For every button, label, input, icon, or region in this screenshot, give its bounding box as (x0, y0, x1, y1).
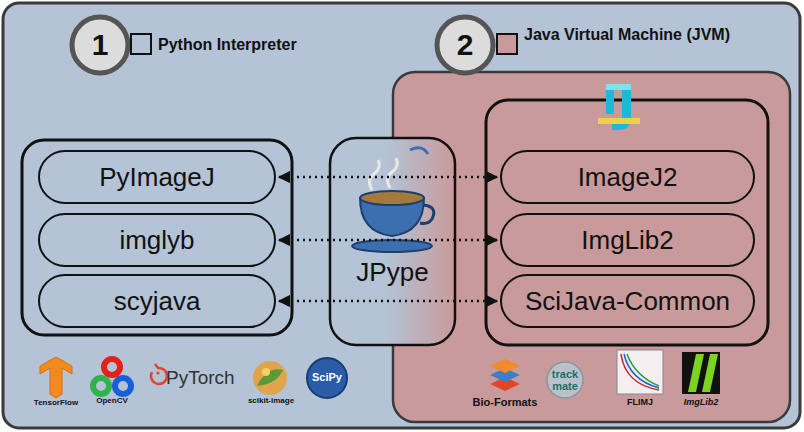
python-panel (3, 3, 800, 428)
java-library-box: ImageJ2 (500, 150, 755, 204)
dotted-connector (279, 300, 497, 303)
box-label: imglyb (119, 226, 194, 255)
scipy-logo (307, 358, 347, 398)
legend-swatch (130, 33, 152, 55)
logo-caption: ImgLib2 (676, 398, 726, 408)
bio-formats-logo (490, 359, 520, 391)
python-group-box (22, 140, 292, 335)
flimj-logo (617, 350, 663, 394)
python-package-box: PyImageJ (38, 150, 276, 204)
tensorflow-logo (40, 357, 72, 398)
python-package-box: scyjava (38, 274, 276, 328)
imagej2-logo (598, 84, 640, 130)
pytorch-logo (151, 364, 167, 384)
legend-swatch (496, 33, 518, 55)
dotted-connector (279, 239, 497, 242)
legend-text: Java Virtual Machine (JVM) (522, 26, 732, 44)
box-label: ImgLib2 (581, 226, 674, 255)
callout-circle (72, 17, 128, 73)
logo-caption: SciPy (307, 371, 347, 383)
box-label: SciJava-Common (525, 287, 730, 316)
dotted-connector (279, 176, 497, 179)
box-label: ImageJ2 (578, 163, 678, 192)
imglib2-logo (682, 352, 720, 394)
callout-number: 2 (445, 28, 485, 61)
logo-caption: TensorFlow (22, 399, 90, 408)
callout-number: 1 (80, 28, 120, 61)
java-library-box: ImgLib2 (500, 213, 755, 267)
box-label: JPype (356, 258, 428, 287)
logo-caption: PyTorch (166, 368, 246, 389)
logo-caption: OpenCV (88, 397, 136, 406)
box-label: PyImageJ (99, 163, 215, 192)
scikit-image-logo (253, 361, 287, 395)
box-label: scyjava (114, 287, 201, 316)
logo-caption: scikit-image (238, 397, 304, 406)
java-group-box (486, 100, 768, 345)
callout-circle (437, 17, 493, 73)
opencv-logo (93, 359, 131, 394)
logo-caption: Bio-Formats (470, 396, 540, 408)
logo-caption: track mate (545, 368, 585, 392)
java-library-box: SciJava-Common (500, 274, 755, 328)
bridge-box: JPype (338, 254, 447, 290)
jpype-logo (352, 148, 434, 252)
python-package-box: imglyb (38, 213, 276, 267)
jpype-box-fill (330, 138, 455, 345)
legend-text: Python Interpreter (158, 36, 358, 54)
logo-caption: FLIMJ (617, 398, 663, 408)
